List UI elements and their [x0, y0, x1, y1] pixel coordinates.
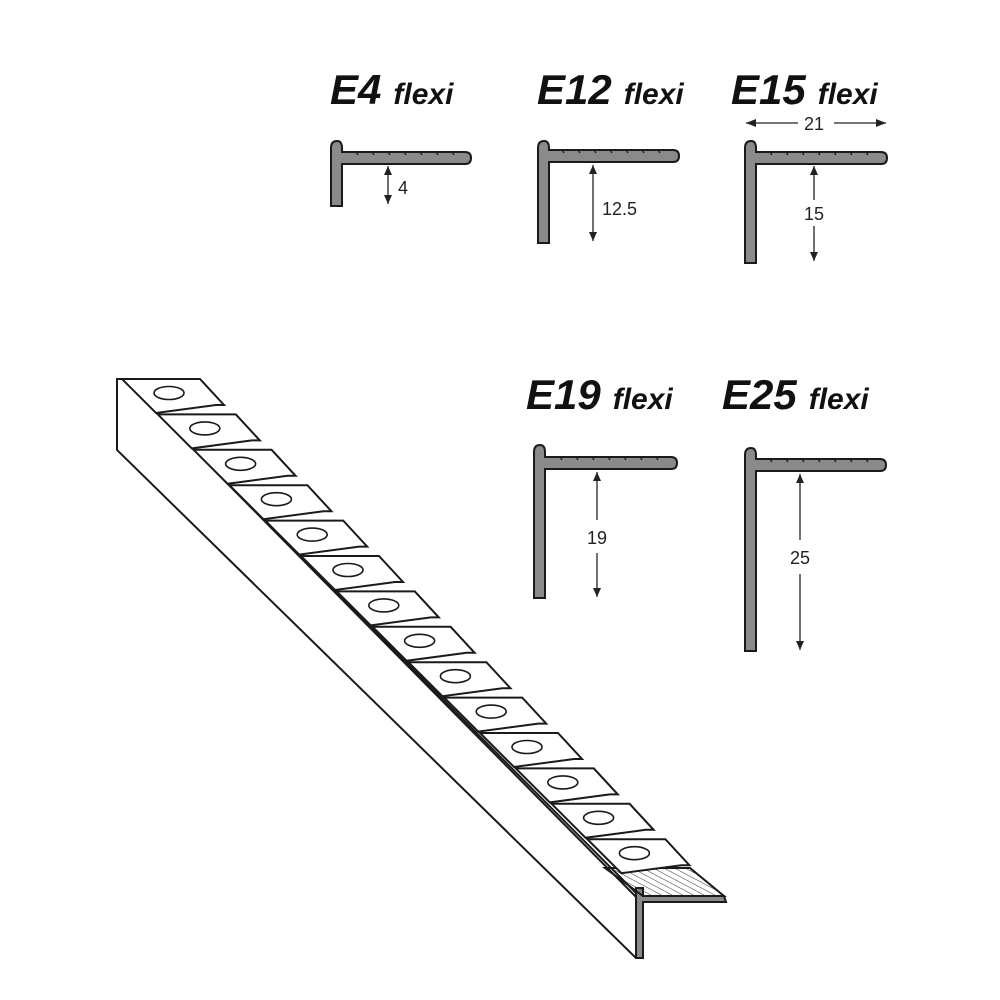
strip-tab-hole: [260, 491, 293, 507]
height-dimension: 19: [587, 472, 607, 597]
profile-title: E4 flexi: [330, 66, 454, 113]
profile-section: [533, 443, 679, 599]
profile-e25: E25 flexi 25: [722, 371, 888, 652]
profile-ridges: [559, 456, 659, 461]
profile-e4: E4 flexi 4: [330, 66, 473, 207]
height-dimension: 25: [790, 474, 810, 650]
strip-tab-hole: [439, 668, 472, 684]
height-label: 15: [804, 204, 824, 224]
profile-title: E12 flexi: [537, 66, 684, 113]
profile-e19: E19 flexi 19: [526, 371, 679, 599]
strip-tab-hole: [153, 385, 185, 401]
strip-tab-hole: [332, 562, 364, 578]
height-label: 25: [790, 548, 810, 568]
profile-title: E25 flexi: [722, 371, 869, 418]
profile-section: [330, 139, 473, 207]
profile-ridges: [355, 151, 455, 156]
strip-end-section: [635, 887, 728, 959]
height-dimension: 15: [804, 166, 824, 261]
profile-title: E15 flexi: [731, 66, 878, 113]
strip-tab-hole: [546, 775, 579, 790]
profile-title: E19 flexi: [526, 371, 673, 418]
strip-tab-hole: [475, 704, 508, 719]
strip-tab-hole: [618, 845, 651, 861]
profile-ridges: [561, 149, 661, 154]
profile-section: [744, 139, 889, 264]
strip-illustration: [116, 378, 728, 959]
profile-ridges: [769, 458, 869, 463]
width-dimension: 21: [746, 114, 886, 134]
height-label: 12.5: [602, 199, 637, 219]
profile-e15: E15 flexi 21 15: [731, 66, 889, 264]
strip-tab-hole: [403, 633, 436, 649]
strip-tab-hole: [296, 527, 329, 542]
height-dimension: 12.5: [589, 165, 637, 241]
width-label: 21: [804, 114, 824, 134]
strip-tab-hole: [189, 421, 221, 436]
strip-tab-hole: [511, 739, 543, 755]
strip-tab-hole: [582, 810, 615, 826]
profile-section: [744, 446, 888, 652]
profile-section: [537, 139, 681, 244]
height-label: 4: [398, 178, 408, 198]
strip-tabs: [119, 378, 692, 875]
strip-tab-hole: [367, 598, 400, 613]
height-label: 19: [587, 528, 607, 548]
strip-tab-hole: [224, 456, 257, 472]
height-dimension: 4: [384, 166, 408, 204]
profile-e12: E12 flexi 12.5: [537, 66, 684, 244]
profile-ridges: [769, 151, 869, 156]
